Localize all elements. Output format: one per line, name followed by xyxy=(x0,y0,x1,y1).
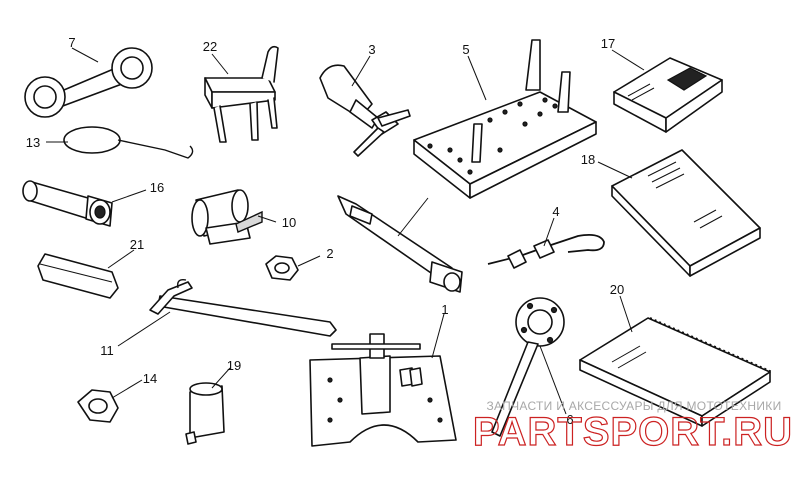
box-wrench-part-16 xyxy=(22,180,113,227)
threaded-rod-part-8 xyxy=(337,195,463,293)
stand-part-22 xyxy=(204,45,279,143)
spiral-manual-part-20 xyxy=(579,317,773,427)
callout-labels: 7 22 3 5 17 13 16 10 18 4 21 2 11 1 20 1… xyxy=(26,35,624,427)
base-plate-part-5 xyxy=(413,39,597,199)
callout-3: 3 xyxy=(368,42,375,57)
hex-bar-part-21 xyxy=(37,253,119,299)
hex-nut-part-14 xyxy=(77,389,119,423)
small-manual-part-17 xyxy=(613,57,723,133)
plate-holes xyxy=(427,97,558,175)
wire-ring-part-13 xyxy=(63,126,194,159)
watermark-tagline: ЗАПЧАСТИ И АКСЕССУАРЫ ДЛЯ МОТОТЕХНИКИ xyxy=(486,399,781,413)
callout-leaders xyxy=(46,47,645,415)
callout-6: 6 xyxy=(566,412,573,427)
callout-1: 1 xyxy=(441,302,448,317)
callout-2: 2 xyxy=(326,246,333,261)
puller-clamp-part-10 xyxy=(191,189,263,245)
watermark-brand: PARTSPORT.RU xyxy=(473,410,793,454)
nut-part-2 xyxy=(265,255,299,281)
callout-16: 16 xyxy=(150,180,164,195)
callout-13: 13 xyxy=(26,135,40,150)
callout-17: 17 xyxy=(601,36,615,51)
callout-20: 20 xyxy=(610,282,624,297)
callout-4: 4 xyxy=(552,204,559,219)
large-manual-part-18 xyxy=(611,149,761,277)
callout-10: 10 xyxy=(282,215,296,230)
ring-spanner-part-7 xyxy=(24,47,153,118)
callout-7: 7 xyxy=(68,35,75,50)
t-handle-puller-part-3 xyxy=(319,64,411,157)
callout-5: 5 xyxy=(462,42,469,57)
pin-wrench-part-6 xyxy=(491,297,565,437)
lever-tool-part-11 xyxy=(149,278,337,337)
callout-22: 22 xyxy=(203,39,217,54)
callout-21: 21 xyxy=(130,237,144,252)
watermark: ЗАПЧАСТИ И АКСЕССУАРЫ ДЛЯ МОТОТЕХНИКИ PA… xyxy=(472,399,793,455)
hook-tool-part-4 xyxy=(487,233,605,269)
callout-18: 18 xyxy=(581,152,595,167)
callout-11: 11 xyxy=(100,343,114,358)
callout-19: 19 xyxy=(227,358,241,373)
sleeve-part-19 xyxy=(185,382,225,445)
callout-14: 14 xyxy=(143,371,157,386)
press-fixture-part-1 xyxy=(309,333,457,447)
